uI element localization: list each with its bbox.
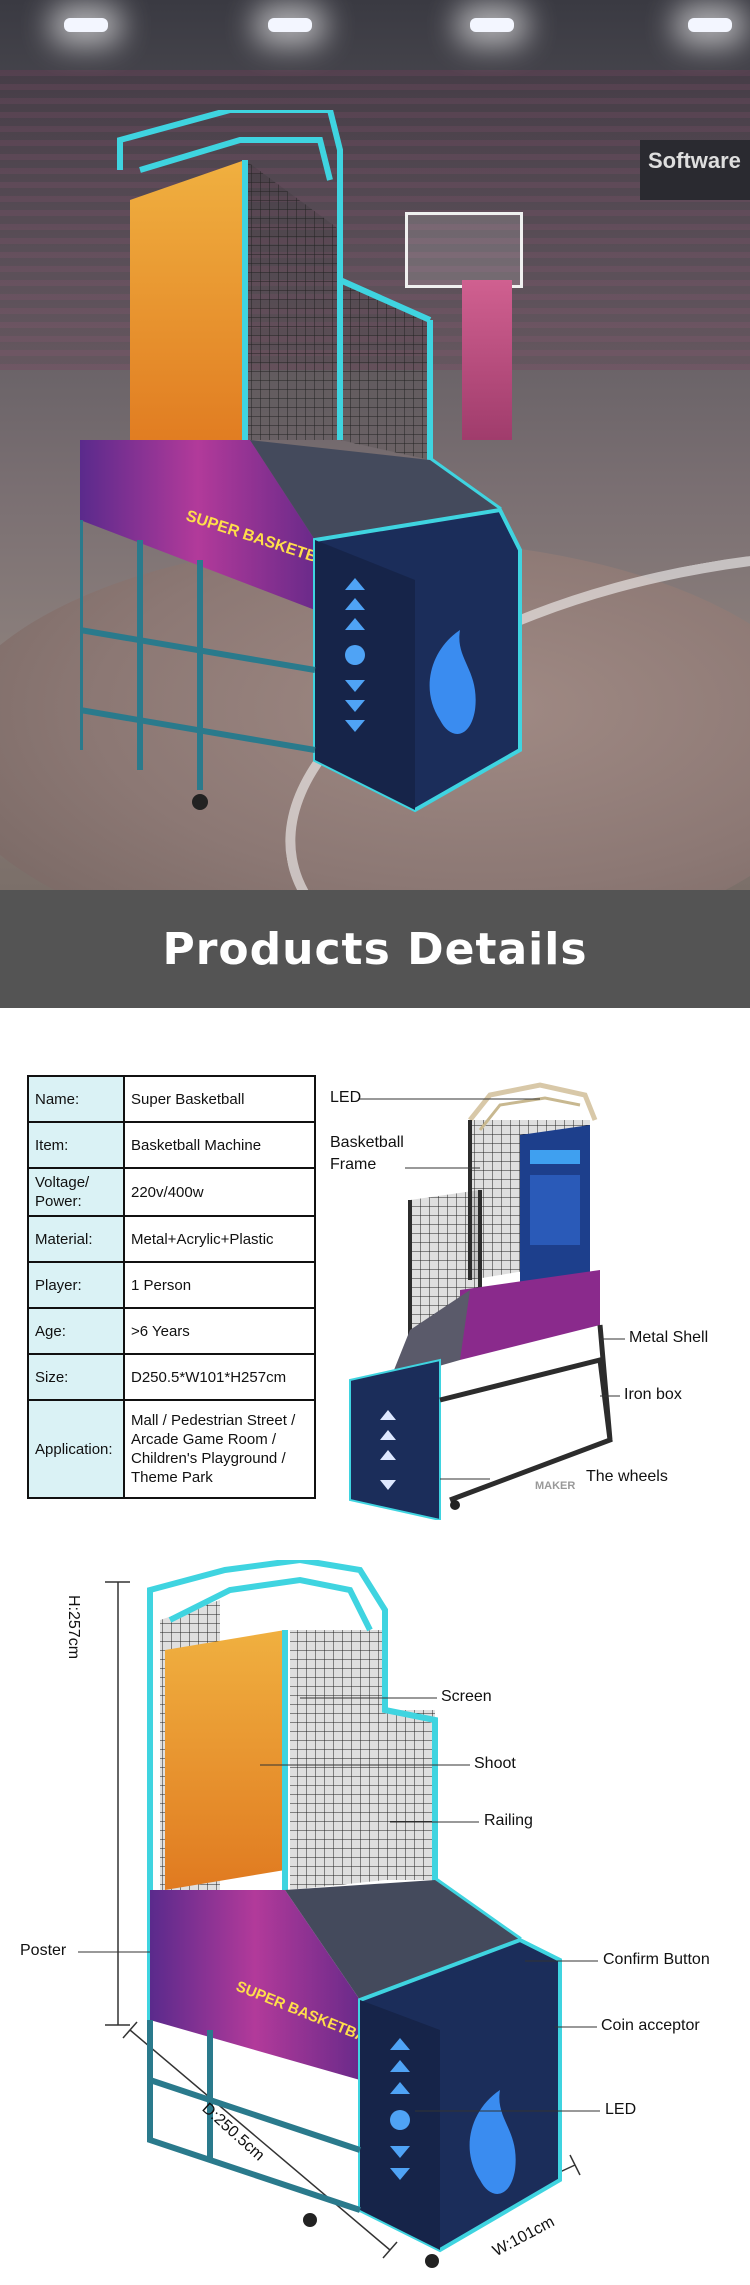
hoop-pole <box>462 280 512 440</box>
callout-basketball-frame: Basketball Frame <box>330 1134 404 1173</box>
spec-value: Metal+Acrylic+Plastic <box>123 1215 316 1263</box>
spec-value: >6 Years <box>123 1307 316 1355</box>
arena-light <box>470 18 514 32</box>
spec-key: Player: <box>27 1261 125 1309</box>
spec-value: D250.5*W101*H257cm <box>123 1353 316 1401</box>
spec-row: Material:Metal+Acrylic+Plastic <box>27 1215 316 1263</box>
arena-light <box>64 18 108 32</box>
callout-led: LED <box>330 1089 362 1106</box>
flame-ball-decal <box>429 630 476 734</box>
callout-iron-box: Iron box <box>624 1386 682 1403</box>
spec-key: Item: <box>27 1121 125 1169</box>
callout-shoot: Shoot <box>474 1755 516 1772</box>
arena-sign: Software <box>640 140 750 200</box>
spec-row: Name:Super Basketball <box>27 1075 316 1123</box>
spec-row: Voltage/ Power:220v/400w <box>27 1167 316 1217</box>
spec-value: Mall / Pedestrian Street / Arcade Game R… <box>123 1399 316 1499</box>
callout-screen: Screen <box>441 1688 492 1705</box>
spec-row: Age:>6 Years <box>27 1307 316 1355</box>
dimension-height: H:257cm <box>65 1595 82 1660</box>
poster <box>80 440 315 610</box>
spec-row: Size:D250.5*W101*H257cm <box>27 1353 316 1401</box>
spec-key: Name: <box>27 1075 125 1123</box>
spec-key: Age: <box>27 1307 125 1355</box>
callout-wheels: The wheels <box>586 1468 668 1485</box>
callout-metal-shell: Metal Shell <box>629 1329 709 1346</box>
section-banner: Products Details <box>0 890 750 1008</box>
spec-value: 1 Person <box>123 1261 316 1309</box>
component-diagram: LED Basketball Frame Metal Shell Iron bo… <box>330 1080 750 1520</box>
callout-railing: Railing <box>484 1812 533 1829</box>
maker-logo: MAKER <box>535 1480 576 1492</box>
spec-key: Voltage/ Power: <box>27 1167 125 1217</box>
arena-light <box>688 18 732 32</box>
spec-row: Player:1 Person <box>27 1261 316 1309</box>
machine-photo-large: SUPER BASKETBALL <box>78 1560 600 2268</box>
spec-value: Super Basketball <box>123 1075 316 1123</box>
callout-confirm-button: Confirm Button <box>603 1951 710 1968</box>
spec-table: Name:Super Basketball Item:Basketball Ma… <box>27 1075 316 1499</box>
hero-photo: Software SUPER BASKETBALL <box>0 0 750 890</box>
spec-row: Application:Mall / Pedestrian Street / A… <box>27 1399 316 1499</box>
spec-value: 220v/400w <box>123 1167 316 1217</box>
dimension-diagram: SUPER BASKETBALL H:257cm D:250.5cm W:101… <box>0 1560 750 2285</box>
section-title: Products Details <box>162 923 588 975</box>
spec-key: Application: <box>27 1399 125 1499</box>
arcade-machine-hero: SUPER BASKETBALL <box>80 110 522 813</box>
spec-value: Basketball Machine <box>123 1121 316 1169</box>
machine-photo-small <box>349 1082 625 1520</box>
game-screen <box>130 160 245 455</box>
arena-light <box>268 18 312 32</box>
spec-key: Size: <box>27 1353 125 1401</box>
callout-coin-acceptor: Coin acceptor <box>601 2017 700 2034</box>
spec-row: Item:Basketball Machine <box>27 1121 316 1169</box>
spec-key: Material: <box>27 1215 125 1263</box>
callout-poster: Poster <box>20 1942 67 1959</box>
callout-led: LED <box>605 2101 637 2118</box>
